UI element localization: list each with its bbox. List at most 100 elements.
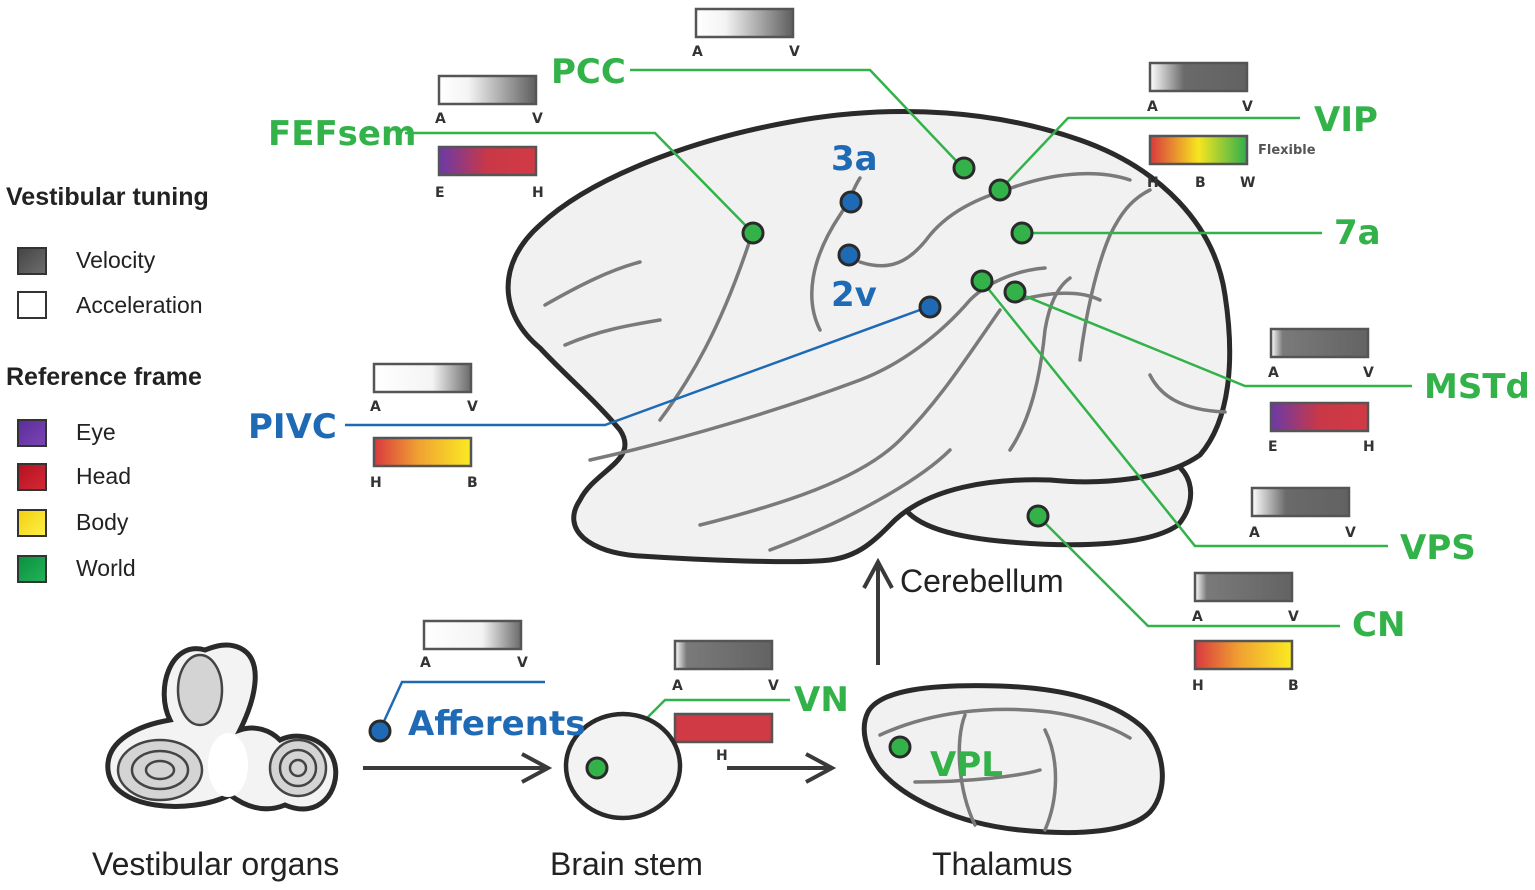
legend-body-swatch (17, 509, 47, 537)
leader-vip (999, 116, 1300, 191)
dot-fefsem (741, 221, 765, 245)
vps-tuning-bar (1250, 486, 1351, 518)
vn-tick-a: A (672, 678, 683, 694)
vn-frame-bar (673, 712, 774, 744)
mstd-tick-v: V (1363, 365, 1374, 381)
vn-tick-v: V (768, 678, 779, 694)
legend-head-label: Head (76, 463, 131, 489)
pivc-tick-a: A (370, 399, 381, 415)
cn-frame-bar (1193, 639, 1294, 671)
leader-pcc (630, 68, 963, 168)
dot-cn (1026, 504, 1050, 528)
vip-tuning-bar (1148, 61, 1249, 93)
dot-vps (970, 269, 994, 293)
pivc-tick-v: V (467, 399, 478, 415)
cn-tuning-bar (1193, 571, 1294, 603)
tuning-bars: A V A V E H A V Flexible H B W A V H B A… (370, 7, 1375, 764)
cn-tick-v: V (1288, 609, 1299, 625)
vip-flexible-label: Flexible (1258, 143, 1316, 158)
vip-tick-b: B (1195, 175, 1206, 191)
vps-tick-v: V (1345, 525, 1356, 541)
dot-vn (585, 756, 609, 780)
cn-tick-h: H (1192, 678, 1204, 694)
label-brain-stem: Brain stem (550, 846, 703, 882)
afferents-tuning-bar (422, 619, 523, 651)
dot-pivc (918, 295, 942, 319)
arrow-thalamus-to-cortex (862, 557, 894, 665)
dot-mstd (1003, 280, 1027, 304)
vip-tick-w: W (1240, 175, 1255, 191)
pivc-frame-bar (372, 436, 473, 468)
thalamus-drawing (861, 683, 1165, 836)
dot-2v-upper (837, 243, 861, 267)
leader-pivc (345, 305, 929, 427)
pathway-arrows (363, 557, 894, 784)
fefsem-tick-v: V (532, 111, 543, 127)
label-pivc: PIVC (248, 407, 337, 447)
legend-world-swatch (17, 555, 47, 583)
dot-pcc (952, 156, 976, 180)
label-vn: VN (794, 680, 849, 720)
cn-tick-b: B (1288, 678, 1299, 694)
brain-outline (505, 109, 1233, 565)
dot-afferents (368, 719, 392, 743)
legend-frame-title: Reference frame (6, 363, 202, 391)
label-cn: CN (1352, 605, 1405, 645)
cn-tick-a: A (1192, 609, 1203, 625)
vip-frame-bar (1148, 134, 1249, 166)
leader-vps (981, 280, 1388, 548)
legend-body-label: Body (76, 509, 129, 535)
vestibular-organs-drawing (105, 642, 339, 812)
leader-mstd (1014, 290, 1412, 388)
vip-tick-h: H (1147, 175, 1159, 191)
label-pcc: PCC (551, 52, 626, 92)
vip-tick-a: A (1147, 99, 1158, 115)
dot-vpl (888, 735, 912, 759)
fefsem-tick-e: E (435, 185, 445, 201)
pivc-tick-b: B (467, 475, 478, 491)
legend-head-swatch (17, 463, 47, 491)
arrow-organs-to-brainstem (363, 752, 553, 784)
brain-sulci (543, 171, 1227, 552)
label-vestibular-organs: Vestibular organs (92, 846, 339, 882)
label-7a: 7a (1334, 213, 1381, 253)
legend-velocity-label: Velocity (76, 247, 156, 273)
pcc-tick-a: A (692, 44, 703, 60)
legend-eye-label: Eye (76, 419, 116, 445)
region-dots (741, 156, 1050, 528)
mstd-tick-h: H (1363, 439, 1375, 455)
fefsem-tick-h: H (532, 185, 544, 201)
mstd-tick-a: A (1268, 365, 1279, 381)
mstd-frame-bar (1269, 401, 1370, 433)
afferents-tick-a: A (420, 655, 431, 671)
afferents-tick-v: V (517, 655, 528, 671)
label-cerebellum: Cerebellum (900, 563, 1064, 599)
dot-3a (839, 190, 863, 214)
pcc-tick-v: V (789, 44, 800, 60)
legend-tuning-title: Vestibular tuning (6, 183, 209, 211)
dot-7a (1010, 221, 1034, 245)
mstd-tick-e: E (1268, 439, 1278, 455)
mstd-tuning-bar (1269, 327, 1370, 359)
label-vps: VPS (1400, 528, 1476, 568)
leader-fefsem (405, 131, 753, 233)
leader-afferents (378, 680, 545, 731)
legend: Vestibular tuning Velocity Acceleration … (6, 183, 209, 583)
legend-acceleration-swatch (17, 291, 47, 319)
label-vpl: VPL (930, 745, 1003, 785)
vip-tick-v: V (1242, 99, 1253, 115)
label-vip: VIP (1314, 100, 1378, 140)
pivc-tuning-bar (372, 362, 473, 394)
vps-tick-a: A (1249, 525, 1260, 541)
arrow-brainstem-to-thalamus (727, 752, 837, 784)
leader-lines (345, 68, 1412, 769)
leader-cn (1037, 515, 1340, 628)
legend-eye-swatch (17, 419, 47, 447)
legend-world-label: World (76, 555, 136, 581)
region-labels: PCC FEFsem VIP 3a 2v 7a PIVC MSTd VPS CN (248, 52, 1530, 645)
legend-velocity-swatch (17, 247, 47, 275)
label-3a: 3a (831, 139, 878, 179)
pcc-tuning-bar (694, 7, 795, 39)
pivc-tick-h: H (370, 475, 382, 491)
